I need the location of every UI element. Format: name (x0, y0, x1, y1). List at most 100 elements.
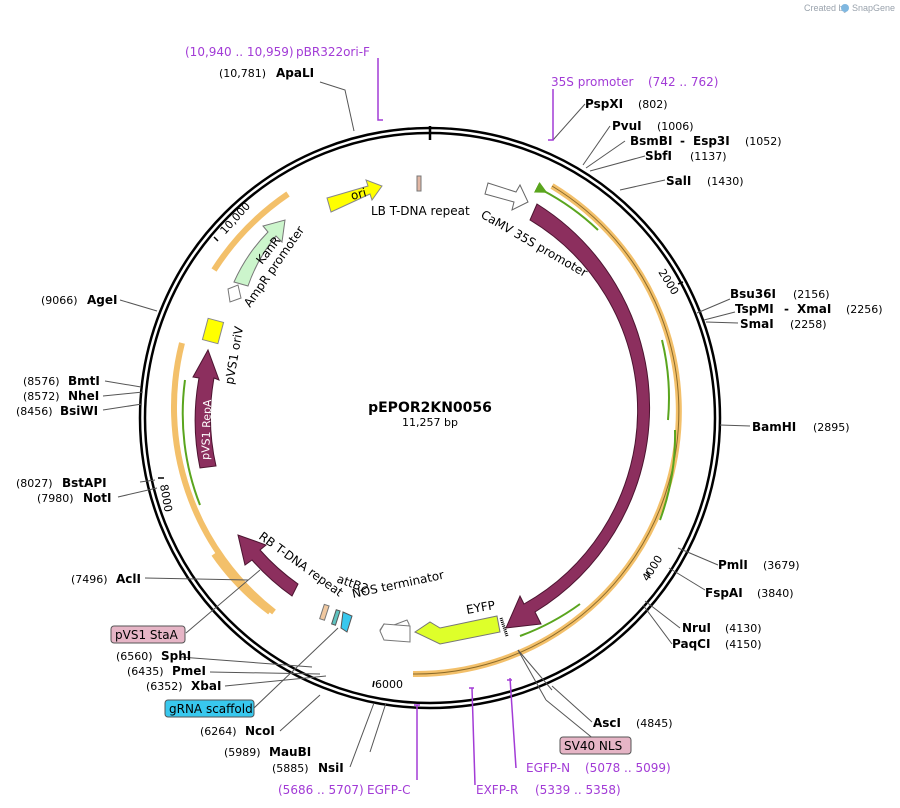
pbr322-name[interactable]: pBR322ori-F (296, 45, 370, 59)
bamhi-name[interactable]: BamHI (752, 420, 796, 434)
sali-name[interactable]: SalI (666, 174, 691, 188)
acli-pos: (7496) (71, 573, 108, 586)
bsmbi-pos: (1052) (745, 135, 782, 148)
bstapi-pos: (8027) (16, 477, 53, 490)
noti-name[interactable]: NotI (83, 491, 112, 505)
fspai-pos: (3840) (757, 587, 794, 600)
small-feature-1[interactable] (319, 603, 330, 621)
smai-name[interactable]: SmaI (740, 317, 774, 331)
bstapi-name[interactable]: BstAPI (62, 476, 107, 490)
agei-pos: (9066) (41, 294, 78, 307)
bamhi-pos: (2895) (813, 421, 850, 434)
bsu36i-name[interactable]: Bsu36I (730, 287, 776, 301)
orf-arc-topleft (211, 191, 290, 272)
pbr322-range: (10,940 .. 10,959) (185, 45, 294, 59)
credit-text: Created by (804, 3, 849, 13)
pvs1-repa-feature[interactable] (192, 348, 220, 469)
eyfp-feature[interactable] (413, 615, 501, 645)
orf-arrow-green-4 (519, 603, 581, 637)
bmti-name[interactable]: BmtI (68, 374, 100, 388)
ori-label: ori (349, 185, 368, 203)
xbai-name[interactable]: XbaI (191, 679, 221, 693)
pvs1-repa-label: pVS1 RepA (199, 399, 214, 460)
p35s-name[interactable]: 35S promoter (551, 75, 633, 89)
pvs1-stab-box[interactable] (110, 625, 186, 644)
pmli-name[interactable]: PmlI (718, 558, 748, 572)
orf-arc-lowerleft (211, 552, 272, 615)
nrui-pos: (4130) (725, 622, 762, 635)
sv40-nls-label: SV40 NLS (564, 739, 622, 753)
nos-terminator-label: NOS terminator (351, 568, 446, 601)
tick-6000: 6000 (375, 678, 403, 691)
esp3i-dash: - (680, 134, 685, 148)
orf-arcs (170, 181, 682, 678)
noti-pos: (7980) (37, 492, 74, 505)
egfpc-range: (5686 .. 5707) (278, 783, 364, 797)
pmei-pos: (6435) (127, 665, 164, 678)
ncoi-name[interactable]: NcoI (245, 724, 275, 738)
esp3i-name[interactable]: Esp3I (693, 134, 730, 148)
paqci-name[interactable]: PaqCI (672, 637, 710, 651)
nhei-name[interactable]: NheI (68, 389, 99, 403)
egfpc-name[interactable]: EGFP-C (367, 783, 410, 797)
asci-pos: (4845) (636, 717, 673, 730)
pmli-pos: (3679) (763, 559, 800, 572)
cas9-feature[interactable] (505, 203, 651, 629)
paqci-pos: (4150) (725, 638, 762, 651)
exfpr-range: (5339 .. 5358) (535, 783, 621, 797)
pspxi-pos: (802) (638, 98, 668, 111)
bsiwi-name[interactable]: BsiWI (60, 404, 98, 418)
plasmid-name: pEPOR2KN0056 (368, 400, 492, 416)
nhei-pos: (8572) (23, 390, 60, 403)
tspmi-name[interactable]: TspMI (735, 302, 774, 316)
p35s-range: (742 .. 762) (648, 75, 718, 89)
plasmid-size: 11,257 bp (402, 416, 458, 429)
maubi-name[interactable]: MauBI (269, 745, 311, 759)
fspai-name[interactable]: FspAI (705, 586, 743, 600)
agei-name[interactable]: AgeI (87, 293, 117, 307)
sphi-name[interactable]: SphI (161, 649, 191, 663)
asci-name[interactable]: AscI (593, 716, 621, 730)
nsii-pos: (5885) (272, 762, 309, 775)
nos-terminator-arrow[interactable] (379, 623, 411, 643)
pvui-name[interactable]: PvuI (612, 119, 642, 133)
xbai-pos: (6352) (146, 680, 183, 693)
sv40-nls-box[interactable] (559, 736, 632, 755)
apali-name[interactable]: ApaLI (276, 66, 314, 80)
acli-name[interactable]: AclI (116, 572, 141, 586)
lb-tdna-repeat-feature[interactable] (416, 175, 422, 192)
xmai-name[interactable]: XmaI (797, 302, 831, 316)
exfpr-name[interactable]: EXFP-R (476, 783, 518, 797)
bmti-pos: (8576) (23, 375, 60, 388)
nrui-name[interactable]: NruI (682, 621, 711, 635)
tick-2000: 2000 (655, 267, 681, 298)
pmei-name[interactable]: PmeI (172, 664, 206, 678)
lb-tdna-repeat-label: LB T-DNA repeat (371, 204, 470, 218)
orf-arrow-green-1 (533, 181, 599, 231)
grna-scaffold-box[interactable] (164, 699, 255, 718)
egfpn-name[interactable]: EGFP-N (526, 761, 570, 775)
nsii-name[interactable]: NsiI (318, 761, 344, 775)
orf-arrow-green-5 (181, 379, 201, 506)
small-feature-2[interactable] (330, 609, 341, 626)
sphi-pos: (6560) (116, 650, 153, 663)
cas9-label: Cas9 (653, 418, 666, 445)
grna-feature[interactable] (340, 611, 353, 633)
primer-markers (377, 58, 554, 786)
ori-feature[interactable] (326, 179, 383, 213)
sbfi-name[interactable]: SbfI (645, 149, 672, 163)
pvs1-oriv-feature[interactable] (201, 317, 225, 345)
egfpn-range: (5078 .. 5099) (585, 761, 671, 775)
pspxi-name[interactable]: PspXI (585, 97, 623, 111)
brand-text: SnapGene (852, 3, 895, 13)
smai-pos: (2258) (790, 318, 827, 331)
camv-35s-promoter-feature[interactable] (484, 182, 529, 211)
kanr-feature[interactable] (233, 219, 286, 287)
tick-4000: 4000 (640, 553, 666, 584)
bsmbi-name[interactable]: BsmBI (630, 134, 672, 148)
ampr-promoter-feature[interactable] (227, 284, 242, 303)
rb-tdna-repeat-arrow-feature[interactable] (237, 534, 299, 597)
sali-pos: (1430) (707, 175, 744, 188)
apali-pos: (10,781) (219, 67, 266, 80)
